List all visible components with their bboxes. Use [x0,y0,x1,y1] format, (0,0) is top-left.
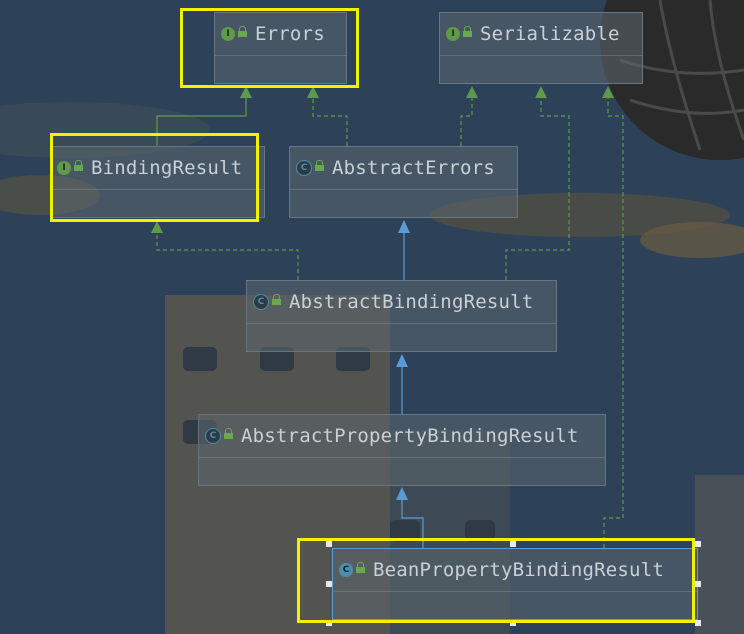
public-access-icon [272,294,281,306]
public-access-icon [238,26,247,38]
class-node-name: Errors [255,23,325,45]
edge-arrowhead [466,86,478,98]
selection-handle[interactable] [326,581,332,587]
abstract-class-icon: C [296,160,312,176]
selection-handle[interactable] [695,581,701,587]
public-access-icon [224,428,233,440]
edge-abstractbindingresult-implements-serializable [505,97,570,280]
class-node-beanpropertybindingresult[interactable]: C BeanPropertyBindingResult [332,548,698,620]
class-node-header: I BindingResult [51,147,264,190]
edge-beanpropertybindingresult-implements-serializable [603,97,624,548]
edge-beanpropertybindingresult-extends-abstractpropertybindingresult [401,500,424,548]
selection-handle[interactable] [326,541,332,547]
edge-arrowhead [398,220,410,233]
abstract-class-icon: C [253,294,269,310]
background-sphere-pattern [619,0,744,151]
abstract-class-icon: C [205,428,221,444]
background-window [336,347,370,371]
class-node-name: BeanPropertyBindingResult [373,559,664,581]
class-node-header: I Serializable [440,13,642,56]
class-node-abstractpropertybindingresult[interactable]: C AbstractPropertyBindingResult [198,414,606,486]
edge-arrowhead [151,221,163,233]
edge-abstractbindingresult-implements-bindingresult [156,233,299,280]
background-window [260,347,294,371]
class-node-header: C AbstractPropertyBindingResult [199,415,605,458]
class-node-name: AbstractBindingResult [289,291,534,313]
highlight-box-beanpropertybindingresult [297,538,695,623]
background-window [390,520,420,542]
class-node-abstractbindingresult[interactable]: C AbstractBindingResult [246,280,557,352]
class-node-header: C AbstractErrors [290,147,517,190]
class-node-serializable[interactable]: I Serializable [439,12,643,84]
edge-abstracterrors-implements-serializable [460,97,473,146]
edge-arrowhead [602,86,614,98]
edge-bindingresult-extends-errors [156,97,247,146]
interface-icon: I [446,27,460,41]
class-icon: C [339,563,353,577]
class-node-name: AbstractPropertyBindingResult [241,425,579,447]
public-access-icon [315,160,324,172]
public-access-icon [463,26,472,38]
background-building [695,475,744,634]
selection-handle[interactable] [695,620,701,626]
edge-arrowhead [535,86,547,98]
selection-handle[interactable] [326,620,332,626]
class-node-name: AbstractErrors [332,157,495,179]
class-node-name: Serializable [480,23,620,45]
edge-arrowhead [396,487,408,500]
class-node-header: C BeanPropertyBindingResult [333,549,697,592]
class-node-bindingresult[interactable]: I BindingResult [50,146,265,218]
edge-arrowhead [396,354,408,367]
selection-handle[interactable] [510,541,516,547]
edge-arrowhead [240,86,252,98]
selection-handle[interactable] [510,620,516,626]
selection-handle[interactable] [695,541,701,547]
class-node-abstracterrors[interactable]: C AbstractErrors [289,146,518,218]
interface-icon: I [221,27,235,41]
class-node-errors[interactable]: I Errors [214,12,347,84]
public-access-icon [356,562,365,574]
public-access-icon [74,160,83,172]
class-node-header: I Errors [215,13,346,56]
class-node-header: C AbstractBindingResult [247,281,556,324]
highlight-box-bindingresult [50,133,259,222]
class-node-name: BindingResult [91,157,243,179]
highlight-box-errors [180,8,359,88]
edge-arrowhead [307,86,319,98]
interface-icon: I [57,161,71,175]
edge-abstracterrors-implements-errors [312,97,348,146]
background-cloud [640,222,744,258]
background-window [183,347,217,371]
background-window [465,520,495,542]
